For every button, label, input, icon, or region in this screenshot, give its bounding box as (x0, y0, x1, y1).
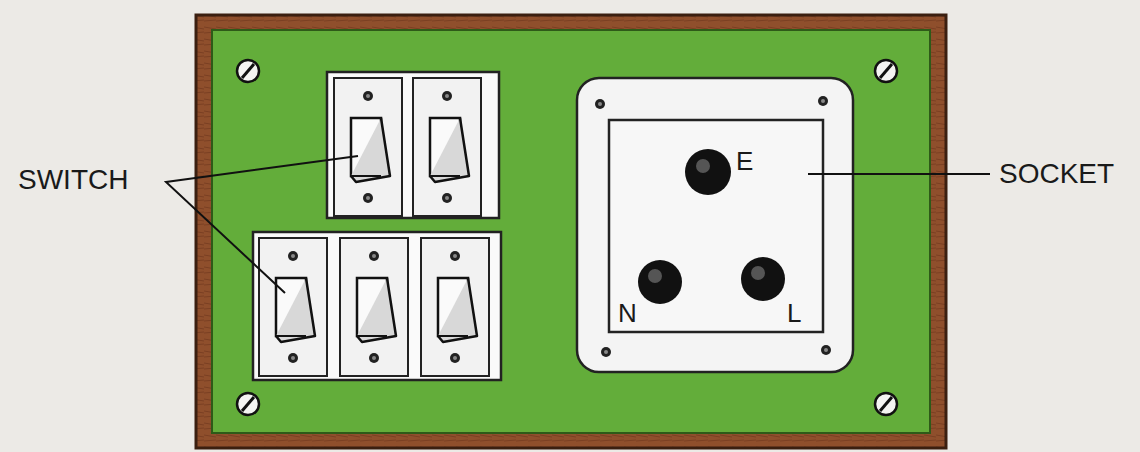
earth-pin-label: E (736, 148, 753, 174)
live-pin-label: L (787, 300, 801, 326)
socket-label: SOCKET (999, 160, 1114, 188)
neutral-pin-label: N (618, 300, 637, 326)
switch-label: SWITCH (18, 166, 128, 194)
